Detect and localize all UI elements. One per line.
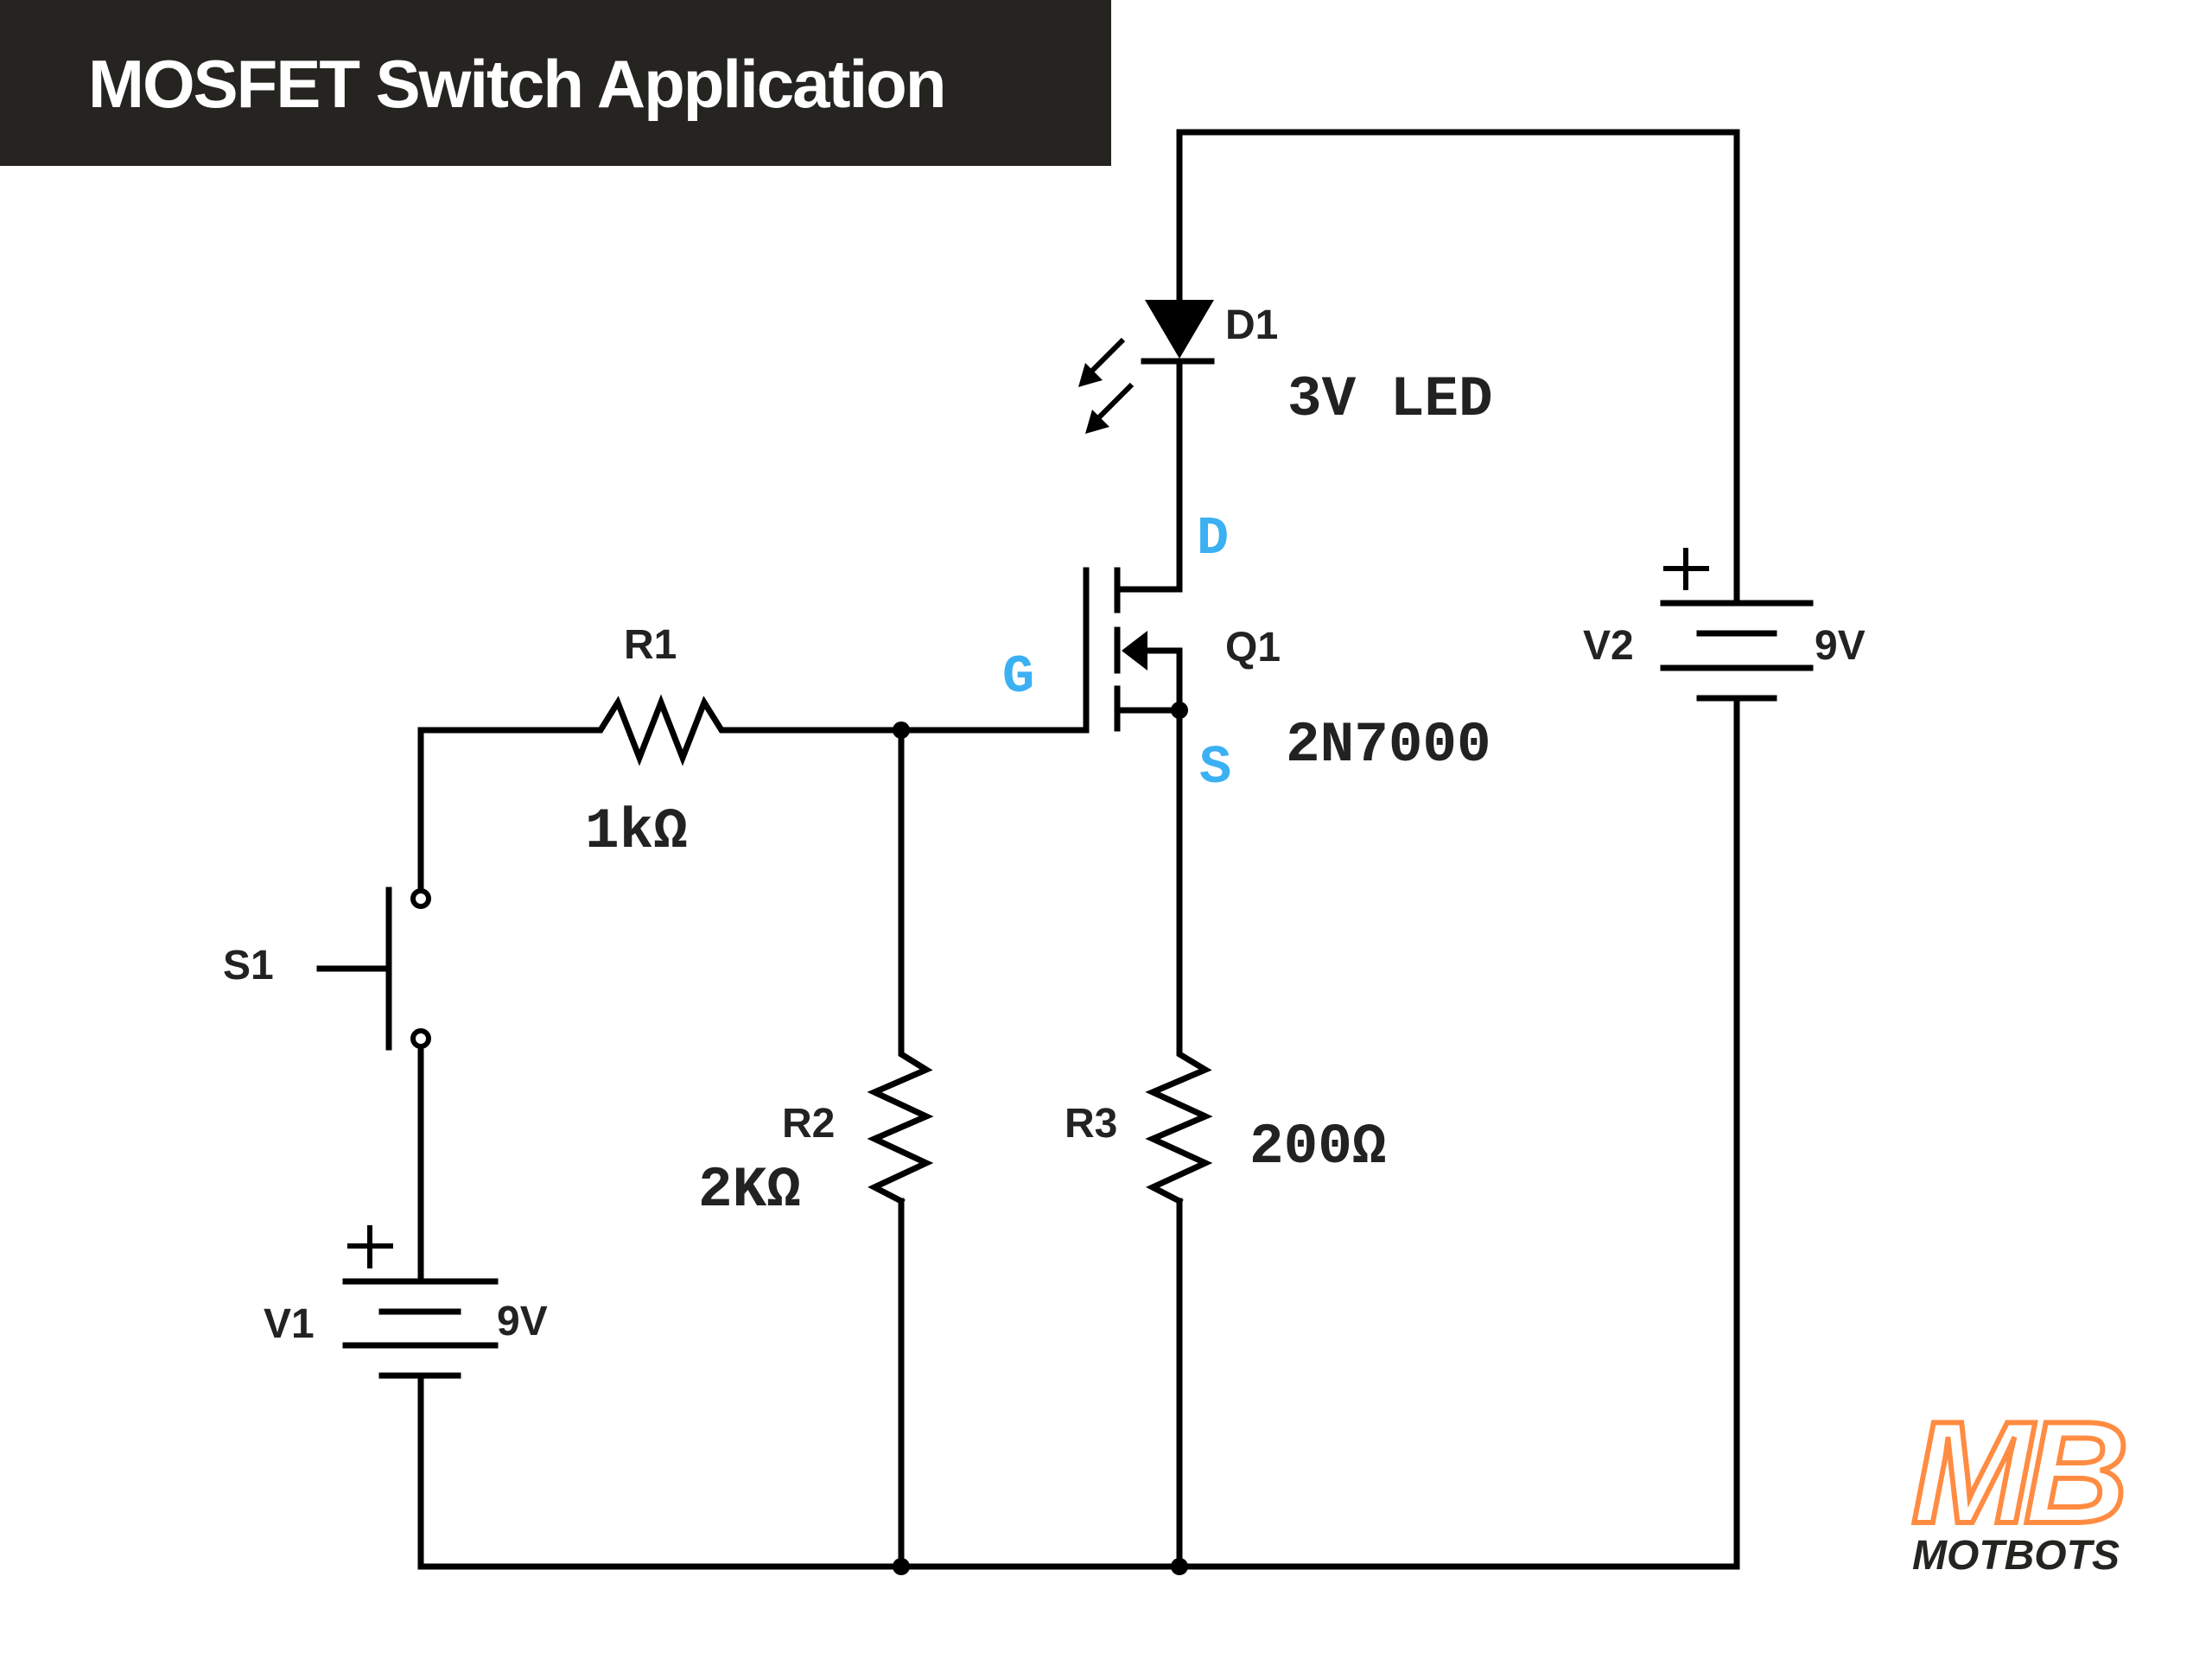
resistor-r1: R1 1kΩ [584, 622, 734, 864]
light-emission-arrows-icon [1078, 337, 1135, 434]
wires [417, 129, 1740, 1570]
v2-value-label: 9V [1815, 623, 1866, 669]
body-arrow-icon [1122, 631, 1147, 671]
battery-v2: V2 9V [1583, 548, 1866, 702]
resistor-r1-zigzag [584, 694, 734, 766]
logo-name: MOTBOTS [1912, 1533, 2120, 1579]
junction-ground-r3 [1171, 1558, 1188, 1575]
s1-ref-label: S1 [223, 943, 274, 988]
q1-value-label: 2N7000 [1286, 713, 1491, 778]
wire-top [1176, 129, 1740, 607]
junction-gate-node [893, 721, 910, 739]
v1-value-label: 9V [497, 1299, 548, 1344]
led-d1: D1 3V LED [1078, 300, 1493, 434]
mosfet-q1: D G S Q1 2N7000 [1002, 508, 1491, 798]
d1-value-label: 3V LED [1287, 367, 1493, 432]
logo-mark: MB [1911, 1400, 2124, 1554]
plus-icon [347, 1225, 393, 1268]
r1-value-label: 1kΩ [585, 799, 688, 864]
source-pin-label: S [1199, 737, 1231, 798]
wire-v2-ground [417, 695, 1740, 1570]
r1-ref-label: R1 [624, 622, 677, 668]
resistor-r3: R3 200Ω [1065, 1049, 1386, 1205]
resistor-r2-zigzag [867, 1049, 934, 1205]
r3-value-label: 200Ω [1249, 1115, 1386, 1179]
resistor-r3-zigzag [1145, 1049, 1213, 1205]
junction-ground-r2 [893, 1558, 910, 1575]
v1-ref-label: V1 [264, 1301, 315, 1347]
r3-ref-label: R3 [1065, 1101, 1117, 1147]
title-banner: MOSFET Switch Application [0, 0, 1111, 166]
d1-ref-label: D1 [1225, 302, 1278, 348]
battery-v1: V1 9V [264, 1225, 548, 1379]
diode-icon [1145, 300, 1214, 359]
r2-value-label: 2KΩ [698, 1158, 801, 1223]
plus-icon [1663, 548, 1709, 590]
q1-ref-label: Q1 [1225, 625, 1281, 671]
gate-pin-label: G [1002, 646, 1034, 708]
switch-terminal-top [410, 888, 431, 909]
motbots-logo: MB MOTBOTS [1909, 1400, 2130, 1579]
drain-pin-label: D [1197, 508, 1229, 569]
r2-ref-label: R2 [782, 1101, 835, 1147]
v2-ref-label: V2 [1583, 623, 1634, 669]
switch-terminal-bottom [410, 1028, 431, 1049]
resistor-r2: R2 2KΩ [698, 1049, 934, 1223]
switch-s1[interactable]: S1 [223, 887, 431, 1051]
page-title: MOSFET Switch Application [88, 46, 946, 122]
wire-switch-r1 [417, 727, 591, 895]
